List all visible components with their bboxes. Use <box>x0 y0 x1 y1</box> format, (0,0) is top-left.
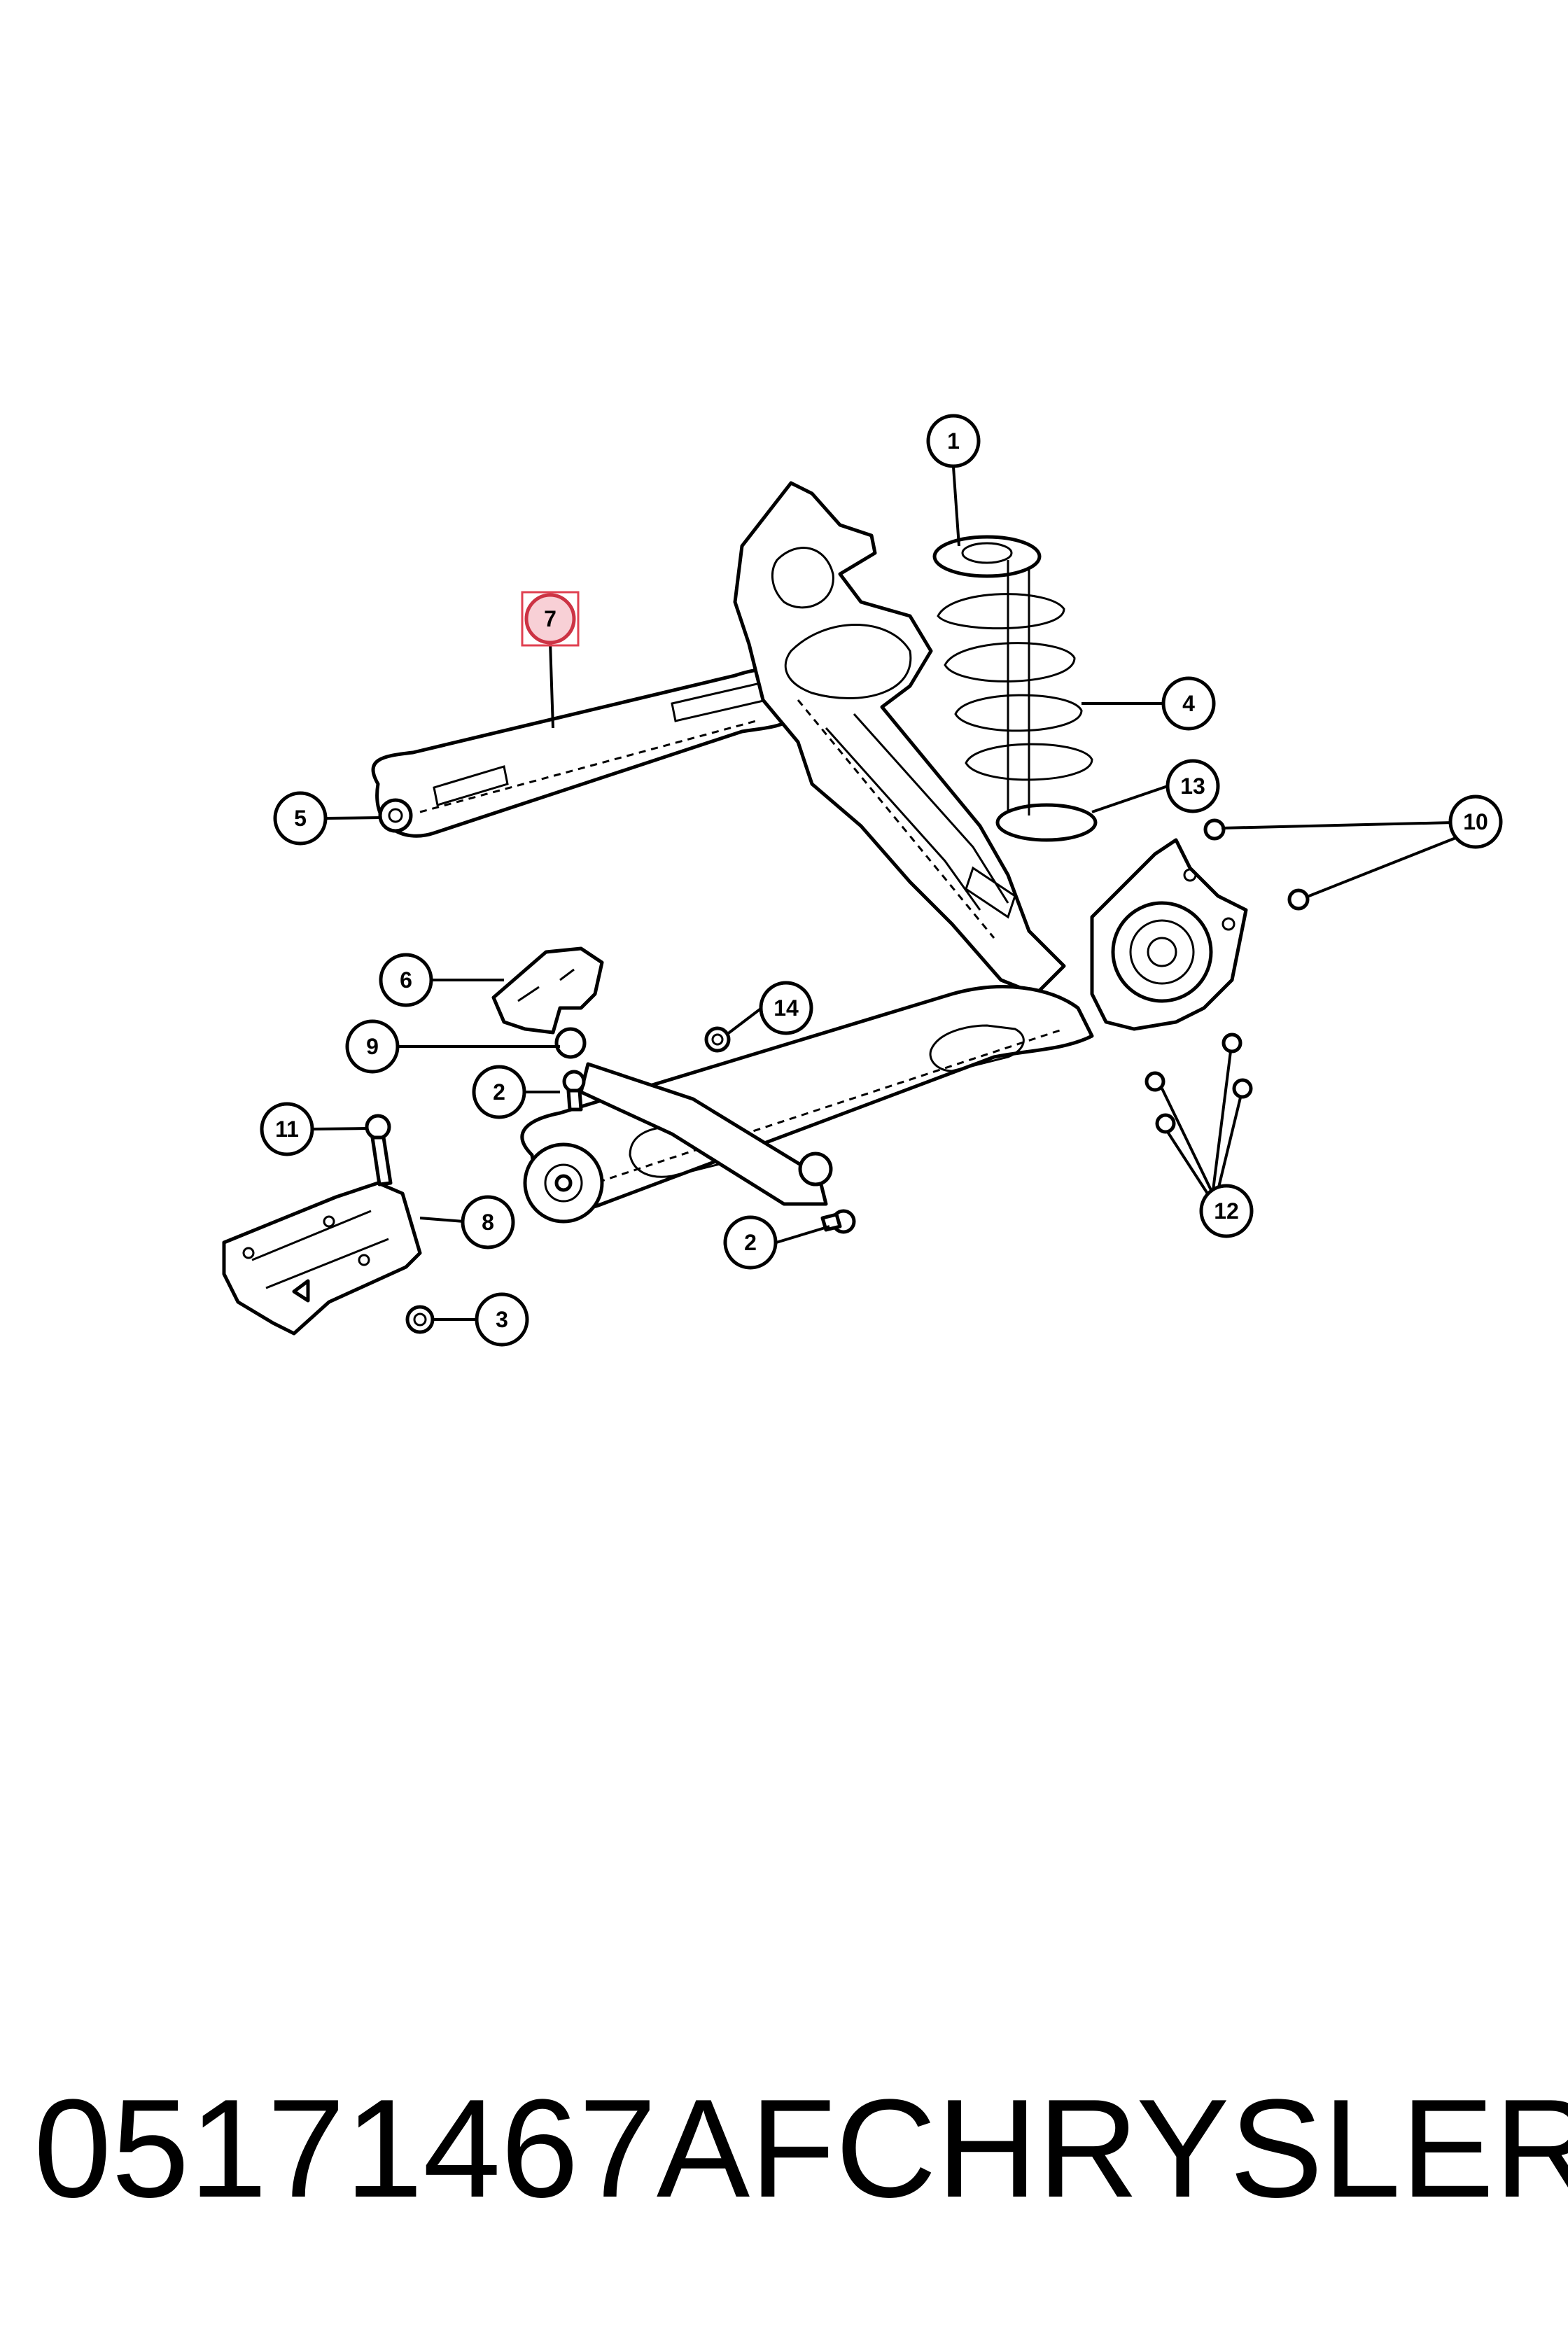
callout-6-label: 6 <box>400 967 412 993</box>
bolts-10 <box>1203 818 1310 911</box>
callout-2-upper[interactable]: 2 <box>472 1065 526 1119</box>
callout-14[interactable]: 14 <box>759 981 813 1035</box>
callout-13[interactable]: 13 <box>1166 759 1220 813</box>
callout-10-label: 10 <box>1463 809 1488 834</box>
knuckle-hub <box>1090 838 1248 1031</box>
callout-14-label: 14 <box>774 995 799 1021</box>
callout-6[interactable]: 6 <box>379 953 433 1007</box>
callout-11-label: 11 <box>275 1116 299 1142</box>
bolt-2-upper <box>562 1070 586 1112</box>
callout-1[interactable]: 1 <box>926 414 981 468</box>
callout-9[interactable]: 9 <box>345 1019 400 1074</box>
callout-12-label: 12 <box>1214 1198 1239 1224</box>
upper-trailing-arm <box>371 667 800 838</box>
callout-3[interactable]: 3 <box>475 1292 529 1347</box>
callout-13-label: 13 <box>1180 774 1205 799</box>
coil-spring <box>932 535 1098 842</box>
nut-3 <box>405 1305 435 1334</box>
callout-7-label: 7 <box>544 606 556 631</box>
callout-5-label: 5 <box>294 806 307 831</box>
brand-name: CHRYSLER <box>835 2071 1568 2227</box>
callout-10[interactable]: 10 <box>1448 794 1503 849</box>
callout-2-lower-label: 2 <box>744 1230 757 1255</box>
callout-8[interactable]: 8 <box>461 1195 515 1250</box>
bolt-11 <box>365 1114 393 1186</box>
bracket-8 <box>222 1181 422 1336</box>
crossmember <box>733 481 1066 996</box>
callout-3-label: 3 <box>496 1307 508 1332</box>
shock-absorber <box>554 1027 833 1206</box>
callout-4-label: 4 <box>1182 691 1195 716</box>
leader-lines <box>308 466 1458 1321</box>
callout-8-label: 8 <box>482 1210 494 1235</box>
callout-1-label: 1 <box>947 428 960 454</box>
callout-2-lower[interactable]: 2 <box>723 1215 778 1270</box>
nut-14 <box>704 1026 731 1053</box>
bracket-6 <box>491 946 604 1035</box>
callout-7[interactable]: 7 <box>521 591 580 647</box>
callout-5[interactable]: 5 <box>273 791 328 846</box>
callout-12[interactable]: 12 <box>1199 1184 1254 1238</box>
callout-11[interactable]: 11 <box>260 1102 314 1156</box>
footer-caption: 05171467AF CHRYSLER <box>34 2065 1568 2233</box>
callout-2-upper-label: 2 <box>493 1079 505 1105</box>
bolts-12 <box>1144 1032 1253 1134</box>
lower-control-arm <box>520 985 1094 1224</box>
bolt-2-lower <box>820 1209 856 1234</box>
callout-4[interactable]: 4 <box>1161 676 1216 731</box>
callout-9-label: 9 <box>366 1034 379 1059</box>
part-number: 05171467AF <box>34 2071 836 2227</box>
